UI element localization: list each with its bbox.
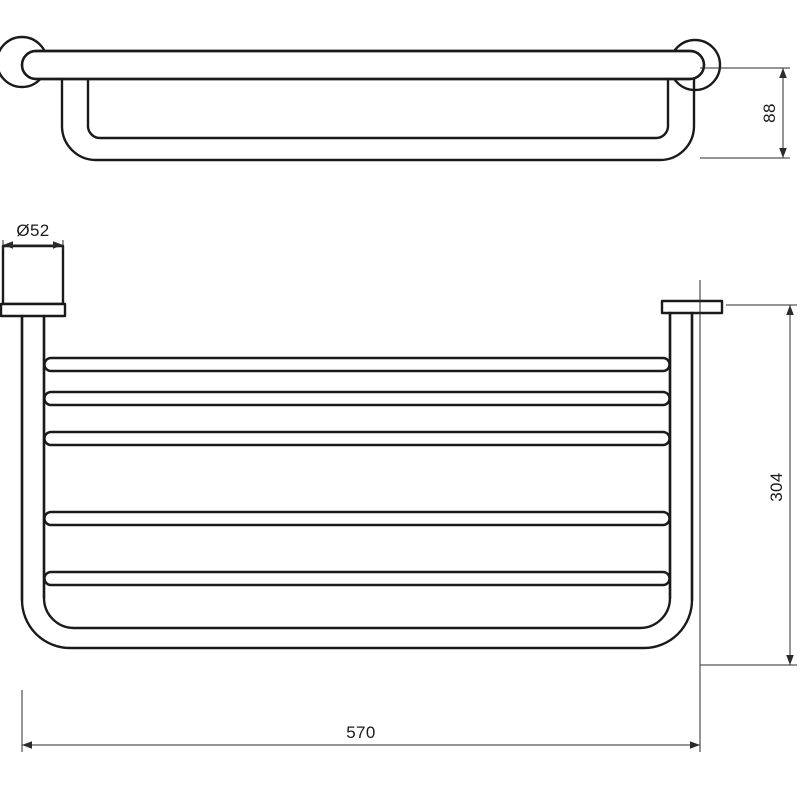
rail-1 [43, 356, 671, 373]
dimension-304-group: 304 [700, 304, 797, 666]
outer-frame-bottom-curve [20, 598, 694, 650]
rail-3 [43, 430, 671, 447]
dim-88-arrow-top [779, 68, 787, 78]
dim-304-arrow-top [786, 305, 794, 315]
dim-570-arrow-left [22, 741, 32, 749]
dim-304-arrow-bottom [786, 655, 794, 665]
dim-52-label: Ø52 [16, 221, 49, 240]
top-view-rear-bar-outline [20, 49, 706, 81]
top-view-front-bar-inner [86, 77, 670, 140]
dim-570-arrow-right [690, 741, 700, 749]
left-wall-bracket-body [1, 244, 65, 306]
dim-304-label: 304 [767, 472, 786, 502]
left-wall-bracket-plate [0, 302, 67, 318]
rail-2 [43, 390, 671, 407]
dimension-88-group: 88 [700, 67, 790, 159]
rail-4 [43, 510, 671, 527]
dimension-52-group: Ø52 [2, 221, 64, 250]
rail-5 [43, 570, 671, 587]
top-view-group [0, 35, 722, 162]
dim-88-arrow-bottom [779, 148, 787, 158]
inner-frame-bottom-curve [42, 596, 672, 630]
right-mount-flange [660, 299, 724, 315]
dim-52-arrow-right [53, 241, 63, 249]
top-view-rear-bar [20, 49, 706, 81]
dim-52-arrow-left [3, 241, 13, 249]
dim-88-label: 88 [760, 103, 779, 123]
front-view-group [0, 244, 724, 650]
top-view-front-bar-outer [60, 77, 696, 162]
dimension-570-group: 570 [21, 280, 701, 752]
dim-570-label: 570 [346, 723, 376, 742]
